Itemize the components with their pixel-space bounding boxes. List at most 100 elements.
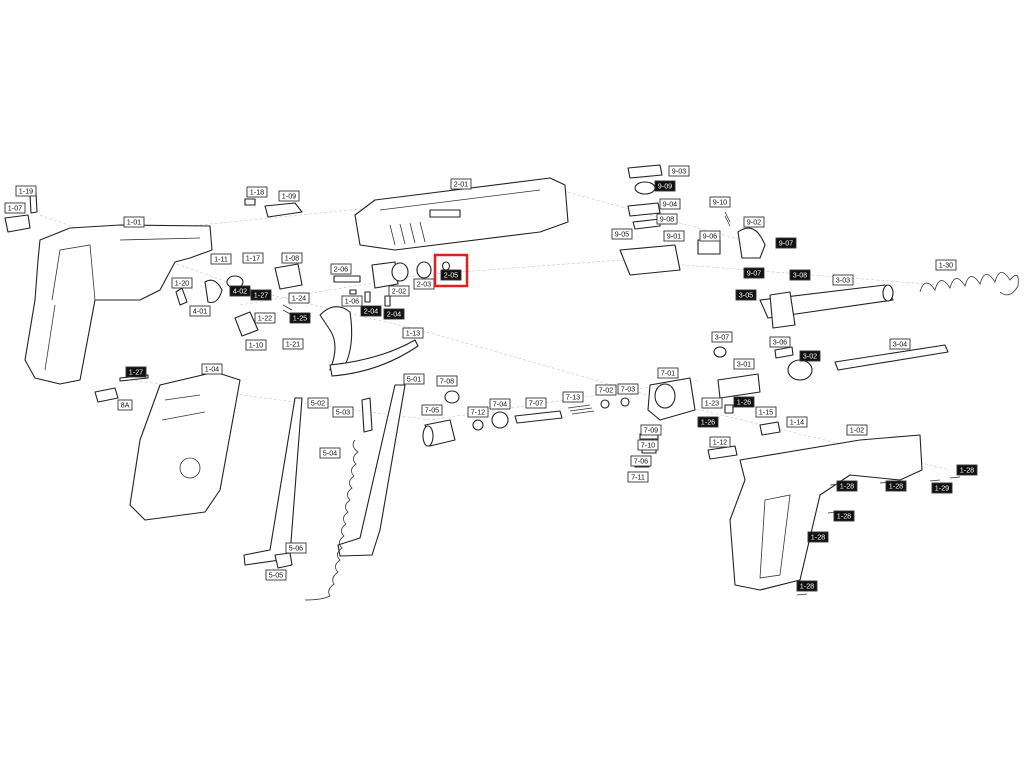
- part-label-text: 1-02: [850, 425, 864, 434]
- part-label-text: 9-05: [615, 229, 629, 238]
- part-label-text: 8A: [121, 400, 130, 409]
- part-label-1-06: 1-06: [341, 295, 363, 307]
- part-label-box: [242, 252, 264, 264]
- part-label-box: [743, 216, 765, 228]
- part-label-text: 5-01: [407, 374, 421, 383]
- part-label-1-14: 1-14: [786, 416, 808, 428]
- part-label-box: [288, 292, 310, 304]
- part-label-1-04: 1-04: [201, 363, 223, 375]
- part-label-box: [769, 336, 791, 348]
- part-label-text: 1-17: [246, 253, 260, 262]
- part-label-text: 5-05: [269, 570, 283, 579]
- part-label-text: 5-04: [323, 448, 337, 457]
- part-label-1-13: 1-13: [402, 327, 424, 339]
- part-label-text: 5-03: [336, 407, 350, 416]
- part-label-7-06: 7-06: [630, 455, 652, 467]
- part-label-9-07: 9-07: [743, 267, 765, 279]
- part-label-2-04: 2-04: [383, 308, 405, 320]
- part-label-box: [885, 480, 907, 492]
- part-label-text: 2-06: [334, 264, 348, 273]
- part-label-text: 3-08: [793, 270, 807, 279]
- part-label-box: [402, 327, 424, 339]
- part-label-box: [210, 253, 232, 265]
- part-label-box: [889, 338, 911, 350]
- part-label-box: [15, 185, 37, 197]
- part-label-box: [436, 375, 458, 387]
- part-label-box: [735, 289, 757, 301]
- part-label-box: [640, 424, 662, 436]
- part-label-7-05: 7-05: [421, 404, 443, 416]
- part-label-1-25: 1-25: [289, 312, 311, 324]
- part-label-text: 1-08: [285, 253, 299, 262]
- part-label-box: [341, 295, 363, 307]
- part-label-text: 2-05: [444, 270, 458, 279]
- part-label-1-28: 1-28: [807, 531, 829, 543]
- part-label-box: [656, 213, 678, 225]
- part-label-box: [525, 397, 547, 409]
- part-label-text: 1-07: [8, 203, 22, 212]
- part-label-text: 7-06: [634, 456, 648, 465]
- part-label-box: [637, 439, 659, 451]
- part-label-7-03: 7-03: [617, 383, 639, 395]
- part-label-text: 1-15: [759, 407, 773, 416]
- part-label-box: [709, 196, 731, 208]
- part-label-8A: 8A: [117, 399, 133, 411]
- part-label-text: 3-07: [715, 332, 729, 341]
- part-label-box: [330, 263, 352, 275]
- part-label-box: [403, 373, 425, 385]
- part-label-1-20: 1-20: [171, 277, 193, 289]
- valve-assembly-parts: [422, 377, 696, 482]
- part-label-box: [733, 358, 755, 370]
- part-label-text: 4-01: [193, 306, 207, 315]
- part-label-text: 1-29: [935, 483, 949, 492]
- part-label-box: [709, 436, 731, 448]
- part-label-text: 1-13: [406, 328, 420, 337]
- part-label-text: 9-01: [667, 231, 681, 240]
- part-label-text: 9-08: [660, 214, 674, 223]
- part-label-1-26: 1-26: [697, 416, 719, 428]
- part-label-3-01: 3-01: [733, 358, 755, 370]
- part-label-text: 7-12: [471, 407, 485, 416]
- part-label-box: [282, 338, 304, 350]
- part-label-box: [278, 190, 300, 202]
- part-label-5-06: 5-06: [285, 542, 307, 554]
- slide-part-2-01: [354, 177, 569, 251]
- part-label-box: [617, 383, 639, 395]
- part-label-1-29: 1-29: [931, 482, 953, 494]
- part-label-1-28: 1-28: [885, 480, 907, 492]
- part-label-text: 3-03: [836, 275, 850, 284]
- part-label-1-28: 1-28: [956, 464, 978, 476]
- slide-internals: [333, 261, 451, 307]
- part-label-7-09: 7-09: [640, 424, 662, 436]
- part-label-1-09: 1-09: [278, 190, 300, 202]
- part-label-text: 1-23: [705, 398, 719, 407]
- part-label-text: 9-07: [747, 268, 761, 277]
- part-label-1-22: 1-22: [254, 312, 276, 324]
- part-label-box: [319, 447, 341, 459]
- part-label-text: 7-09: [644, 425, 658, 434]
- part-label-box: [189, 305, 211, 317]
- part-label-9-10: 9-10: [709, 196, 731, 208]
- part-label-7-02: 7-02: [595, 384, 617, 396]
- part-label-text: 1-04: [205, 364, 219, 373]
- part-label-text: 3-04: [893, 339, 907, 348]
- part-label-box: [125, 366, 147, 378]
- part-label-text: 3-05: [739, 290, 753, 299]
- part-label-text: 7-05: [425, 405, 439, 414]
- part-label-text: 7-02: [599, 385, 613, 394]
- part-label-7-12: 7-12: [467, 406, 489, 418]
- part-label-box: [799, 350, 821, 362]
- part-label-1-11: 1-11: [210, 253, 232, 265]
- part-label-1-28: 1-28: [836, 480, 858, 492]
- part-label-9-03: 9-03: [668, 165, 690, 177]
- part-label-text: 7-13: [566, 392, 580, 401]
- part-label-text: 9-02: [747, 217, 761, 226]
- part-label-9-01: 9-01: [663, 230, 685, 242]
- part-label-9-08: 9-08: [656, 213, 678, 225]
- part-label-7-01: 7-01: [657, 367, 679, 379]
- part-label-box: [956, 464, 978, 476]
- part-label-text: 9-07: [779, 238, 793, 247]
- part-label-text: 1-28: [800, 581, 814, 590]
- part-label-box: [246, 186, 268, 198]
